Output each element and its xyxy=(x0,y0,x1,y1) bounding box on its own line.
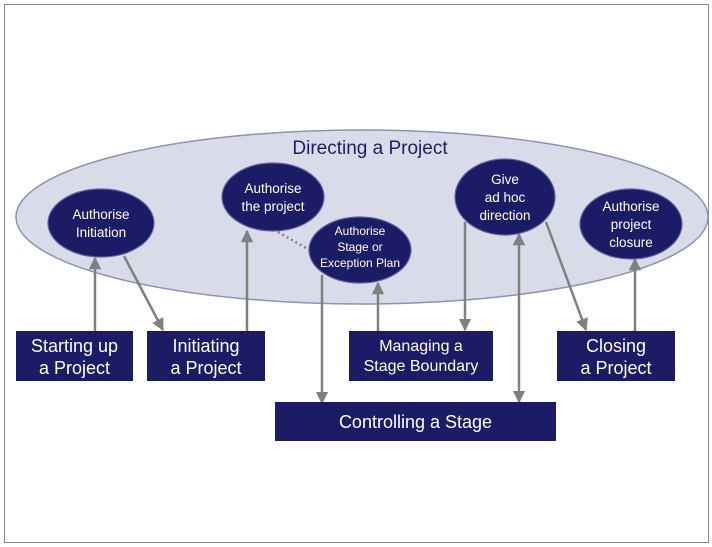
starting-up-box[interactable]: Starting up a Project xyxy=(16,331,133,381)
managing-boundary-box[interactable]: Managing a Stage Boundary xyxy=(349,331,493,381)
initiating-line2: a Project xyxy=(170,358,241,378)
authorise-closure-line1: Authorise xyxy=(602,199,659,214)
managing-boundary-line2: Stage Boundary xyxy=(364,358,479,375)
starting-up-line1: Starting up xyxy=(31,336,118,356)
authorise-initiation-line1: Authorise xyxy=(72,207,129,222)
authorise-stage-node[interactable]: Authorise Stage or Exception Plan xyxy=(308,216,412,284)
give-direction-line1: Give xyxy=(491,172,519,187)
starting-up-line2: a Project xyxy=(39,358,110,378)
arrow-give-direction-to-closing xyxy=(544,221,588,332)
authorise-initiation-line2: Initiation xyxy=(76,225,126,240)
authorise-closure-line2: project xyxy=(611,217,652,232)
authorise-closure-node[interactable]: Authorise project closure xyxy=(579,188,683,260)
initiating-line1: Initiating xyxy=(172,336,239,356)
authorise-project-line1: Authorise xyxy=(244,181,301,196)
give-direction-node[interactable]: Give ad hoc direction xyxy=(454,158,556,236)
controlling-stage-label: Controlling a Stage xyxy=(339,412,492,432)
managing-boundary-line1: Managing a xyxy=(379,338,463,355)
dotted-link-project-to-stage xyxy=(277,230,314,254)
initiating-box[interactable]: Initiating a Project xyxy=(147,331,265,381)
authorise-stage-line3: Exception Plan xyxy=(320,256,400,270)
authorise-project-line2: the project xyxy=(241,199,304,214)
diagram-frame xyxy=(4,4,709,543)
arrows xyxy=(88,221,642,405)
arrow-authorise-initiation-to-initiating xyxy=(122,255,165,332)
authorise-initiation-node[interactable]: Authorise Initiation xyxy=(47,188,155,258)
closing-line1: Closing xyxy=(586,336,646,356)
closing-box[interactable]: Closing a Project xyxy=(557,331,675,381)
authorise-closure-line3: closure xyxy=(609,235,653,250)
controlling-stage-box[interactable]: Controlling a Stage xyxy=(275,402,556,441)
give-direction-line2: ad hoc xyxy=(485,190,526,205)
authorise-stage-line1: Authorise xyxy=(335,224,386,238)
directing-title: Directing a Project xyxy=(292,138,448,159)
give-direction-line3: direction xyxy=(479,208,530,223)
closing-line2: a Project xyxy=(580,358,651,378)
authorise-stage-line2: Stage or xyxy=(337,240,382,254)
authorise-project-node[interactable]: Authorise the project xyxy=(221,162,325,232)
